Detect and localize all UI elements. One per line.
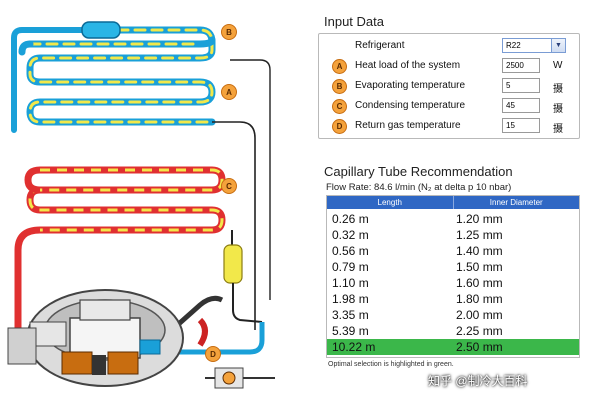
condensing-temp-input[interactable]: 45: [502, 98, 540, 113]
table-row-optimal[interactable]: 10.22 m 2.50 mm: [327, 339, 579, 355]
diameter-cell: 1.40 mm: [456, 244, 503, 258]
evaporator-coil: [11, 26, 216, 133]
condensing-temp-label: Condensing temperature: [355, 100, 466, 111]
length-cell: 0.32 m: [332, 228, 369, 242]
refrigeration-schematic: B A C D: [7, 21, 275, 389]
badge-c-icon: C: [221, 178, 237, 194]
flow-rate-text: Flow Rate: 84.6 l/min (N₂ at delta p 10 …: [326, 182, 512, 193]
table-row[interactable]: 1.10 m 1.60 mm: [327, 275, 579, 291]
length-cell: 10.22 m: [332, 340, 376, 354]
table-row[interactable]: 0.26 m 1.20 mm: [327, 211, 579, 227]
diameter-cell: 2.00 mm: [456, 308, 503, 322]
badge-d-icon: D: [332, 119, 347, 134]
schematic-drawing: [7, 21, 275, 389]
recommendation-title: Capillary Tube Recommendation: [324, 164, 513, 179]
evaporating-temp-row: B Evaporating temperature 5 摄: [319, 77, 579, 97]
capillary-table: Length Inner Diameter 0.26 m 1.20 mm 0.3…: [326, 195, 580, 358]
input-data-title: Input Data: [324, 14, 384, 29]
heat-load-input[interactable]: 2500: [502, 58, 540, 73]
length-cell: 0.26 m: [332, 212, 369, 226]
badge-b-icon: B: [332, 79, 347, 94]
diameter-cell: 1.20 mm: [456, 212, 503, 226]
badge-a-icon: A: [221, 84, 237, 100]
evaporating-temp-input[interactable]: 5: [502, 78, 540, 93]
diameter-cell: 2.50 mm: [456, 340, 503, 354]
filter-drier: [223, 244, 243, 284]
diameter-cell: 1.50 mm: [456, 260, 503, 274]
capillary-recommendation-panel: Capillary Tube Recommendation Flow Rate:…: [318, 164, 588, 368]
diameter-cell: 1.25 mm: [456, 228, 503, 242]
length-cell: 1.10 m: [332, 276, 369, 290]
refrigerant-row: Refrigerant R22 ▼: [319, 37, 579, 57]
top-drier: [81, 21, 121, 39]
table-row[interactable]: 5.39 m 2.25 mm: [327, 323, 579, 339]
optimal-note: Optimal selection is highlighted in gree…: [328, 361, 454, 368]
return-gas-temp-label: Return gas temperature: [355, 120, 461, 131]
length-cell: 0.56 m: [332, 244, 369, 258]
heat-load-row: A Heat load of the system 2500 W: [319, 57, 579, 77]
column-inner-diameter[interactable]: Inner Diameter: [489, 198, 543, 207]
evaporating-temp-unit: 摄: [553, 84, 563, 95]
length-cell: 3.35 m: [332, 308, 369, 322]
badge-a-icon: A: [332, 59, 347, 74]
expansion-valve: [205, 367, 275, 389]
length-cell: 0.79 m: [332, 260, 369, 274]
length-cell: 5.39 m: [332, 324, 369, 338]
column-length[interactable]: Length: [327, 196, 454, 209]
return-gas-temp-row: D Return gas temperature 15 摄: [319, 117, 579, 137]
table-row[interactable]: 3.35 m 2.00 mm: [327, 307, 579, 323]
return-gas-temp-unit: 摄: [553, 124, 563, 135]
refrigerant-value: R22: [506, 41, 521, 50]
input-data-panel: Input Data Refrigerant R22 ▼ A Heat load…: [318, 14, 588, 139]
input-data-box: Refrigerant R22 ▼ A Heat load of the sys…: [318, 33, 580, 139]
diameter-cell: 2.25 mm: [456, 324, 503, 338]
return-gas-temp-input[interactable]: 15: [502, 118, 540, 133]
condensing-temp-unit: 摄: [553, 104, 563, 115]
diameter-cell: 1.60 mm: [456, 276, 503, 290]
badge-b-icon: B: [221, 24, 237, 40]
badge-d-icon: D: [205, 346, 221, 362]
refrigerant-label: Refrigerant: [355, 40, 405, 51]
table-row[interactable]: 0.32 m 1.25 mm: [327, 227, 579, 243]
chevron-down-icon[interactable]: ▼: [551, 39, 565, 52]
heat-load-unit: W: [553, 60, 563, 71]
evaporating-temp-label: Evaporating temperature: [355, 80, 466, 91]
diameter-cell: 1.80 mm: [456, 292, 503, 306]
condensing-temp-row: C Condensing temperature 45 摄: [319, 97, 579, 117]
length-cell: 1.98 m: [332, 292, 369, 306]
watermark-text: 知乎 @制冷大百科: [428, 374, 528, 388]
table-body: 0.26 m 1.20 mm 0.32 m 1.25 mm 0.56 m 1.4…: [327, 209, 579, 357]
table-row[interactable]: 1.98 m 1.80 mm: [327, 291, 579, 307]
table-header: Length Inner Diameter: [327, 196, 579, 209]
table-row[interactable]: 0.79 m 1.50 mm: [327, 259, 579, 275]
heat-load-label: Heat load of the system: [355, 60, 461, 71]
refrigerant-select[interactable]: R22 ▼: [502, 38, 566, 53]
badge-c-icon: C: [332, 99, 347, 114]
table-row[interactable]: 0.56 m 1.40 mm: [327, 243, 579, 259]
compressor: [7, 289, 184, 387]
